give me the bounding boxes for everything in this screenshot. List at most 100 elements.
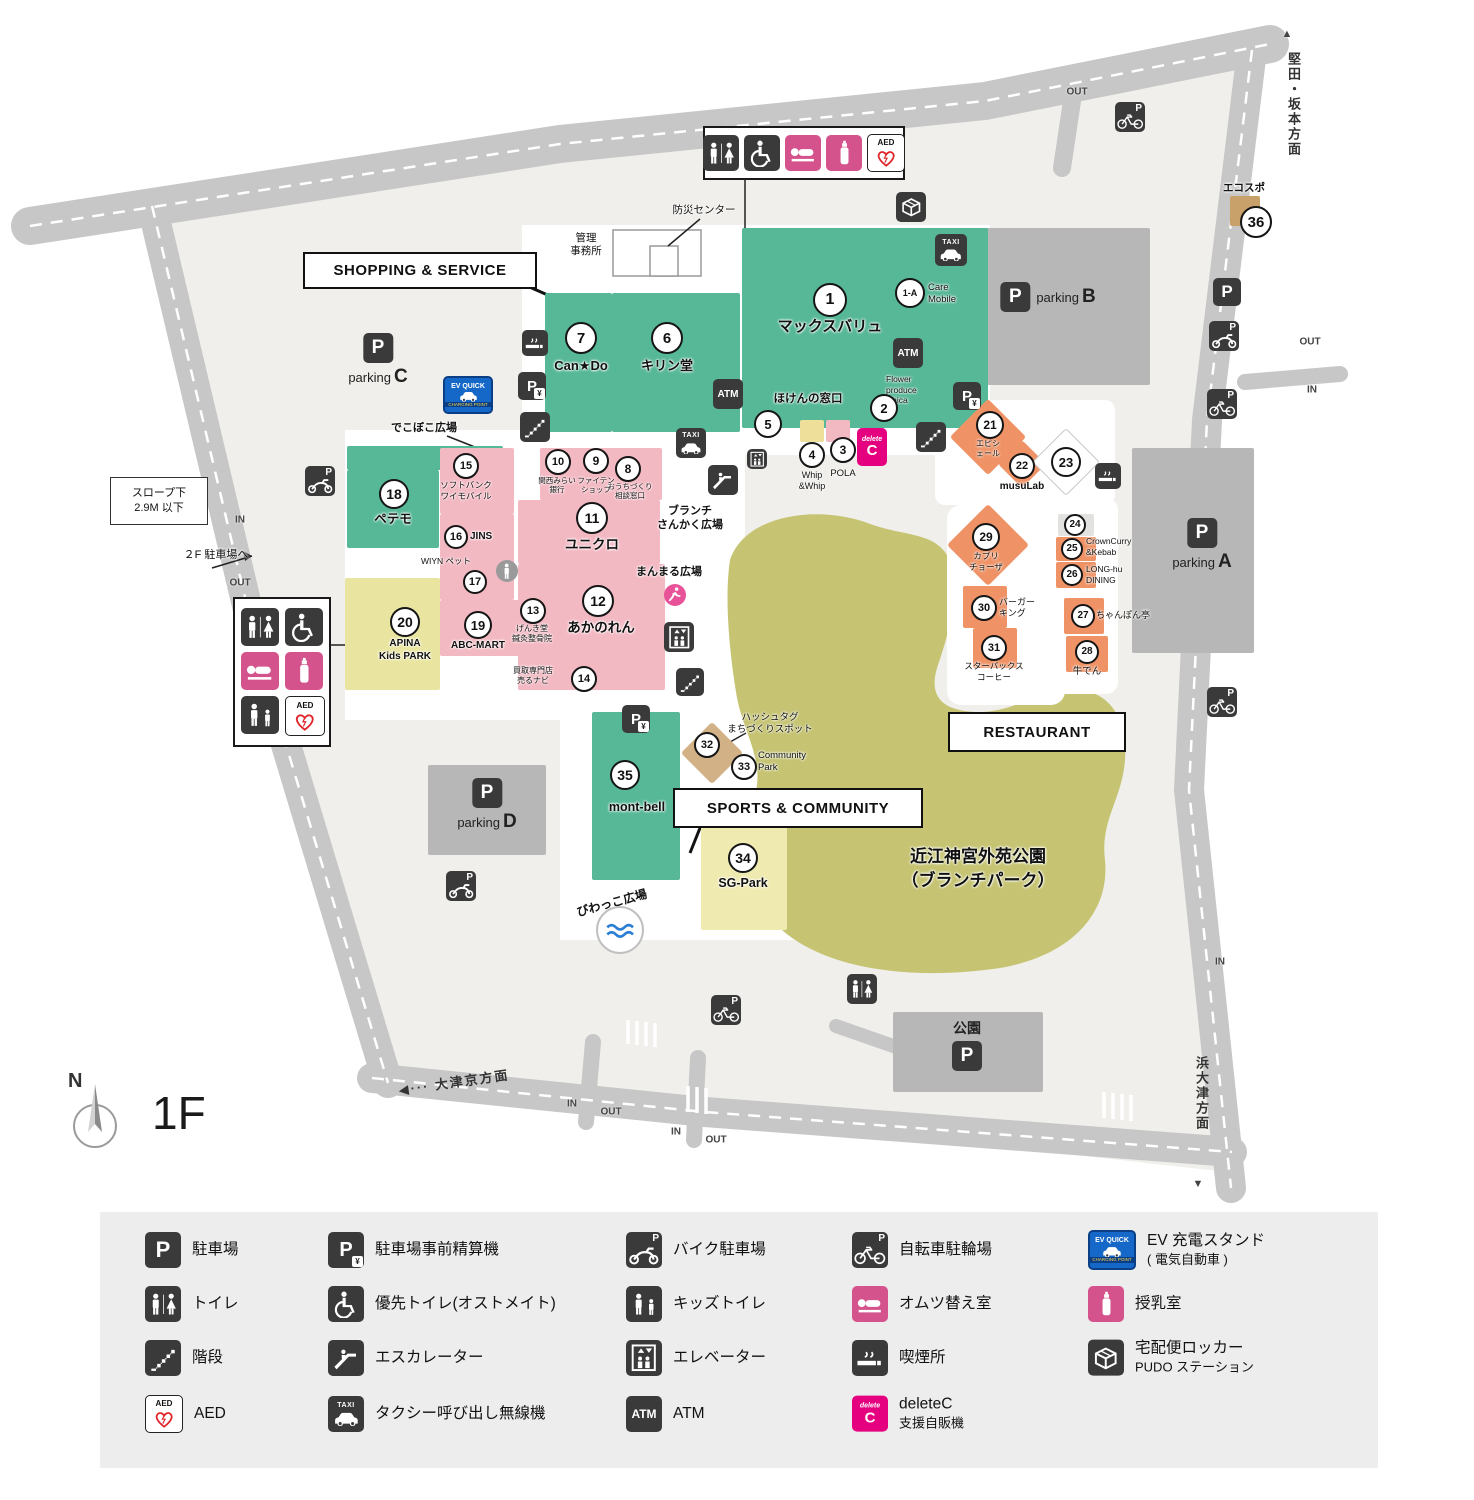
store-block-apina[interactable] <box>345 578 440 690</box>
store-circle-14[interactable]: 14 <box>571 666 597 692</box>
store-circle-3[interactable]: 3 <box>830 437 856 463</box>
toilet-icon[interactable] <box>847 974 877 1004</box>
parking-pay-icon: P¥ <box>328 1232 364 1268</box>
store-circle-5[interactable]: 5 <box>754 410 782 438</box>
store-circle-32[interactable]: 32 <box>694 732 720 758</box>
parking-icon[interactable]: P <box>1213 278 1241 306</box>
store-circle-12[interactable]: 12 <box>582 585 614 617</box>
biwakko-plaza-icon[interactable] <box>596 906 644 954</box>
smoking-area-icon <box>852 1340 888 1376</box>
store-circle-33[interactable]: 33 <box>731 754 757 780</box>
legend-item-kids-toilet: キッズトイレ <box>626 1286 766 1322</box>
aed-icon: AED <box>145 1395 183 1433</box>
parking-a-area[interactable] <box>1132 448 1254 653</box>
store-circle-26[interactable]: 26 <box>1061 564 1083 586</box>
stairs-icon <box>145 1340 181 1376</box>
store-block-cando[interactable] <box>545 293 612 432</box>
aed-icon[interactable]: AED <box>867 134 905 172</box>
bicycle-parking-icon[interactable]: P <box>1115 102 1145 132</box>
store-circle-4[interactable]: 4 <box>799 442 825 468</box>
store-circle-21[interactable]: 21 <box>976 411 1004 439</box>
aed-icon[interactable]: AED <box>285 696 325 736</box>
store-circle-34[interactable]: 34 <box>728 843 758 873</box>
store-circle-18[interactable]: 18 <box>379 479 409 509</box>
moto-parking-icon[interactable]: P <box>446 871 476 901</box>
delivery-locker-icon[interactable] <box>896 192 926 222</box>
park-parking-label: 公園 P <box>952 1018 982 1071</box>
out-label-s1: OUT <box>600 1106 622 1118</box>
accessible-toilet-icon[interactable] <box>285 608 323 646</box>
smoking-area-icon[interactable] <box>1095 463 1121 489</box>
moto-parking-icon[interactable]: P <box>305 466 335 496</box>
smoking-area-icon[interactable] <box>522 330 548 356</box>
store-circle-9[interactable]: 9 <box>583 448 609 474</box>
elevator-icon[interactable] <box>664 622 694 652</box>
store-circle-2[interactable]: 2 <box>870 394 898 422</box>
store-block-sgpark[interactable] <box>701 822 787 930</box>
store-circle-28[interactable]: 28 <box>1075 640 1099 664</box>
store-circle-15[interactable]: 15 <box>453 453 479 479</box>
diaper-room-icon[interactable] <box>241 652 279 690</box>
taxi-call-icon: TAXI <box>328 1396 364 1432</box>
store-block-whip[interactable] <box>800 420 824 442</box>
toilet-icon[interactable] <box>703 135 739 171</box>
store-circle-6[interactable]: 6 <box>651 322 683 354</box>
store-circle-7[interactable]: 7 <box>565 322 597 354</box>
parking-pay-icon[interactable]: P¥ <box>518 372 546 400</box>
store-circle-16[interactable]: 16 <box>444 525 468 549</box>
store-circle-29[interactable]: 29 <box>972 523 1000 551</box>
store-circle-19[interactable]: 19 <box>464 611 492 639</box>
sankaku-label: ブランチ さんかく広場 <box>657 505 723 531</box>
escalator-icon[interactable] <box>708 465 738 495</box>
manmaru-plaza-icon[interactable] <box>664 584 686 606</box>
store-circle-23[interactable]: 23 <box>1051 447 1081 477</box>
store-circle-30[interactable]: 30 <box>971 595 997 621</box>
store-circle-11[interactable]: 11 <box>576 502 608 534</box>
store-block-montbell[interactable] <box>592 712 680 880</box>
atm-icon[interactable]: ATM <box>713 379 743 409</box>
moto-parking-icon[interactable]: P <box>1209 321 1239 351</box>
accessible-toilet-icon[interactable] <box>744 135 780 171</box>
store-circle-10[interactable]: 10 <box>545 449 571 475</box>
stairs-icon[interactable] <box>676 668 704 696</box>
wiyn-pet-icon[interactable] <box>496 560 518 582</box>
nursing-room-icon[interactable] <box>826 135 862 171</box>
store-circle-31[interactable]: 31 <box>981 635 1007 661</box>
atm-icon[interactable]: ATM <box>893 338 923 368</box>
store-label-softbank: ソフトバンク ワイモバイル <box>440 480 492 501</box>
bicycle-parking-icon[interactable]: P <box>1207 687 1237 717</box>
parking-pay-icon[interactable]: P¥ <box>953 382 981 410</box>
store-block-pola[interactable] <box>826 420 850 442</box>
store-circle-36[interactable]: 36 <box>1240 206 1272 238</box>
parking-pay-icon[interactable]: P¥ <box>622 705 650 733</box>
store-circle-1[interactable]: 1 <box>813 283 847 317</box>
bicycle-parking-icon[interactable]: P <box>711 995 741 1025</box>
store-circle-17[interactable]: 17 <box>463 570 487 594</box>
out-label-e: OUT <box>1299 336 1321 348</box>
store-circle-13[interactable]: 13 <box>520 598 546 624</box>
elevator-icon[interactable] <box>747 449 767 469</box>
taxi-call-icon[interactable]: TAXI <box>676 428 706 458</box>
stairs-icon[interactable] <box>916 422 946 452</box>
parking-icon: P <box>363 333 393 363</box>
store-circle-27[interactable]: 27 <box>1071 604 1095 628</box>
store-circle-1a[interactable]: 1-A <box>895 278 925 308</box>
nursing-room-icon[interactable] <box>285 652 323 690</box>
toilet-icon[interactable] <box>241 608 279 646</box>
store-circle-35[interactable]: 35 <box>610 760 640 790</box>
store-circle-22[interactable]: 22 <box>1009 453 1035 479</box>
store-circle-25[interactable]: 25 <box>1061 538 1083 560</box>
taxi-call-icon[interactable]: TAXI <box>935 234 967 266</box>
store-circle-8[interactable]: 8 <box>615 456 641 482</box>
store-circle-20[interactable]: 20 <box>390 607 420 637</box>
diaper-room-icon[interactable] <box>785 135 821 171</box>
bicycle-parking-icon[interactable]: P <box>1207 389 1237 419</box>
kids-toilet-icon[interactable] <box>241 696 279 734</box>
stairs-icon[interactable] <box>520 412 550 442</box>
store-circle-24[interactable]: 24 <box>1064 514 1086 536</box>
